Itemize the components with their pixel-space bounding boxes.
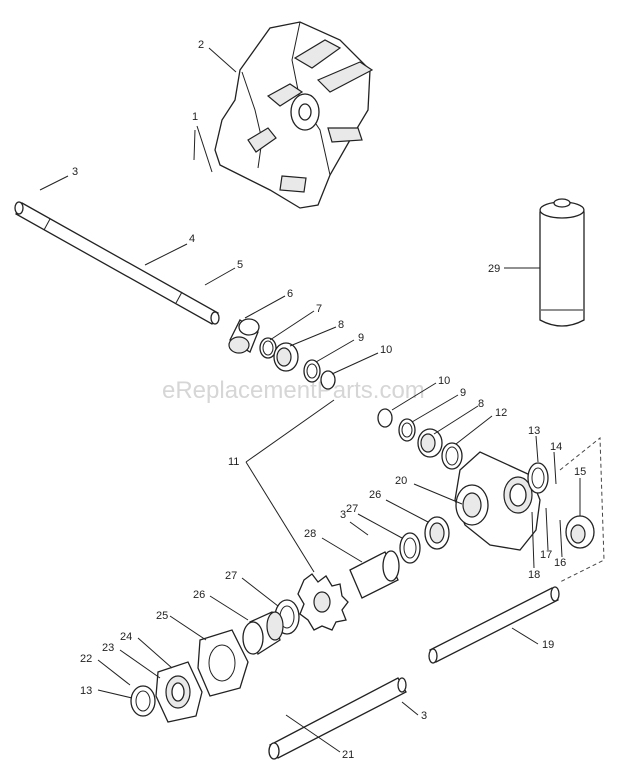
callout-21: 21 [342,749,354,761]
callout-20: 20 [395,475,407,487]
callout-8-b: 8 [478,398,484,410]
watermark: eReplacementParts.com [162,377,425,404]
gear-part [297,573,349,631]
callout-4: 4 [189,233,195,245]
bearing-sleeve-part [228,318,260,354]
callout-16: 16 [554,557,566,569]
callout-6: 6 [287,288,293,300]
cap-part [565,515,595,549]
gasket-plate-part [197,629,249,697]
callout-3-mid: 3 [340,509,346,521]
callout-17: 17 [540,549,552,561]
retaining-ring-part [441,442,463,470]
gasket-part [527,462,549,494]
dashed-assembly-outline [559,436,605,583]
bearing-part [273,342,299,372]
callout-12: 12 [495,407,507,419]
callout-2: 2 [198,39,204,51]
bearing-flange-part [155,661,203,723]
sleeve-part [349,550,400,599]
cylinder-part [539,198,585,327]
seal-part-b [242,611,284,656]
callout-28: 28 [304,528,316,540]
callout-24: 24 [120,631,132,643]
snap-ring-part [303,359,321,383]
callout-27-top: 27 [346,503,358,515]
shaft-part-19 [428,586,560,664]
callout-26-top: 26 [369,489,381,501]
callout-23: 23 [102,642,114,654]
callout-3-bottom: 3 [421,710,427,722]
callout-8: 8 [338,319,344,331]
callout-10: 10 [380,344,392,356]
callout-13-top: 13 [528,425,540,437]
callout-18: 18 [528,569,540,581]
impeller-housing-part [214,21,374,209]
gasket-part-b [130,685,156,717]
callout-9: 9 [358,332,364,344]
snap-ring-part-b [398,418,416,442]
callout-9-b: 9 [460,387,466,399]
callout-13-bottom: 13 [80,685,92,697]
callout-labels: 2 1 3 4 5 6 7 8 9 10 10 9 8 12 13 14 15 … [72,39,586,761]
callout-3-top: 3 [72,166,78,178]
callout-22: 22 [80,653,92,665]
shaft-part-21 [268,677,407,760]
gear-housing-part [454,451,541,551]
spacer-part-b [377,408,393,428]
spacer-part [320,370,336,390]
long-shaft-part [14,201,220,325]
washer-part [399,532,421,564]
bearing-part-b [417,428,443,458]
callout-11: 11 [228,456,239,468]
callout-29: 29 [488,263,500,275]
callout-25: 25 [156,610,168,622]
callout-27-bottom: 27 [225,570,237,582]
callout-7: 7 [316,303,322,315]
callout-1: 1 [192,111,198,123]
callout-10-b: 10 [438,375,450,387]
callout-26-bottom: 26 [193,589,205,601]
callout-15: 15 [574,466,586,478]
leader-lines [39,47,581,753]
callout-19: 19 [542,639,554,651]
callout-5: 5 [237,259,243,271]
callout-14: 14 [550,441,562,453]
